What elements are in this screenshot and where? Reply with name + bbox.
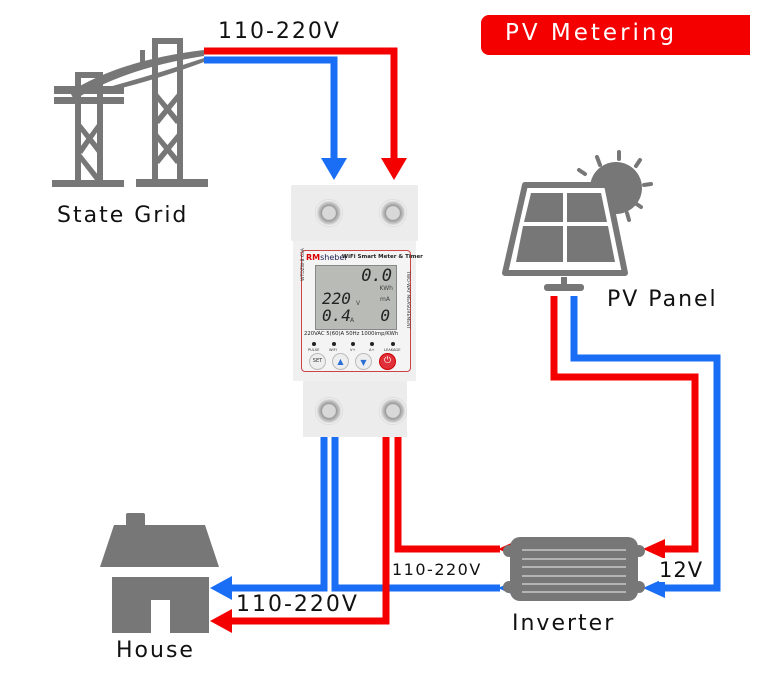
house-voltage-label: 110-220V (236, 592, 359, 617)
arrow-left-dc-live (643, 539, 665, 559)
terminal-screw-live-in (379, 199, 407, 227)
spec-label: 220VAC 5(60)A 50Hz 1000imp/KWh (304, 331, 399, 337)
arrow-left-dc-neutral (643, 578, 665, 598)
dc-voltage-label: 12V (659, 558, 704, 582)
pv-neutral-wire (570, 296, 721, 592)
grid-neutral-wire (204, 56, 338, 162)
terminal-screw-live-out (379, 397, 407, 425)
leakage-value: 0 (380, 306, 390, 325)
current-unit: A (350, 317, 355, 324)
house-label: House (116, 638, 195, 663)
pv-panel-label: PV Panel (607, 287, 718, 312)
measurement-label: TWO-WAY MEASUREMENT (405, 271, 410, 330)
grid-live-wire (204, 47, 398, 162)
indicator-led-voltage (351, 342, 355, 346)
state-grid-label: State Grid (57, 203, 189, 228)
set-button[interactable]: SET (309, 353, 326, 370)
indicator-led-wifi (332, 342, 336, 346)
arrow-left-house-neutral (210, 576, 232, 600)
indicator-label: LEAKAGE (384, 348, 401, 352)
lcd-display: 0.0 KWh 220 V mA 0.4 A 0 (315, 265, 397, 330)
inverter-ac-voltage-label: 110-220V (392, 560, 482, 579)
product-name: WiFi Smart Meter & Timer (342, 254, 423, 260)
arrow-down-live (381, 158, 407, 180)
brand-suffix: shebei (320, 253, 347, 262)
voltage-unit: V (356, 300, 361, 307)
title-badge: PV Metering (481, 15, 750, 55)
indicator-label: V+ (350, 348, 356, 352)
power-button[interactable]: ⏻ (379, 353, 396, 370)
arrow-down-neutral (321, 158, 347, 180)
smart-meter: RMshebei WiFi Smart Meter & Timer WTDZW-… (291, 185, 423, 437)
brand-prefix: RM (306, 253, 321, 262)
inverter-label: Inverter (512, 611, 616, 636)
house-icon (100, 513, 219, 633)
pv-live-wire (550, 296, 699, 553)
power-tower-icon (52, 38, 208, 187)
house-neutral-wire (232, 437, 500, 592)
brand-logo: RMshebei (306, 253, 347, 262)
indicator-label: WIFI (329, 348, 337, 352)
current-value: 0.4 (322, 306, 351, 325)
inverter-icon (503, 537, 645, 601)
meter-faceplate: RMshebei WiFi Smart Meter & Timer WTDZW-… (301, 248, 423, 372)
solar-panel-icon (502, 150, 653, 291)
model-label: WTDZW-B 63A (301, 248, 306, 281)
voltage-value: 220 (322, 289, 351, 308)
energy-value: 0.0 (361, 266, 392, 286)
house-live-wire (232, 437, 500, 625)
grid-voltage-label: 110-220V (218, 19, 341, 44)
indicator-led-leakage (391, 342, 395, 346)
arrow-left-house-live (210, 609, 232, 633)
terminal-screw-neutral-out (315, 397, 343, 425)
indicator-label: A+ (369, 348, 375, 352)
page-title: PV Metering (505, 20, 678, 46)
wifi-down-button[interactable]: ▼ (355, 353, 372, 370)
up-button[interactable]: ▲ (332, 353, 349, 370)
energy-unit: KWh (379, 285, 393, 292)
leakage-unit: mA (380, 296, 390, 303)
indicator-led-current (370, 342, 374, 346)
indicator-label: PULSE (308, 348, 320, 352)
terminal-screw-neutral-in (315, 199, 343, 227)
indicator-led-pulse (312, 342, 316, 346)
